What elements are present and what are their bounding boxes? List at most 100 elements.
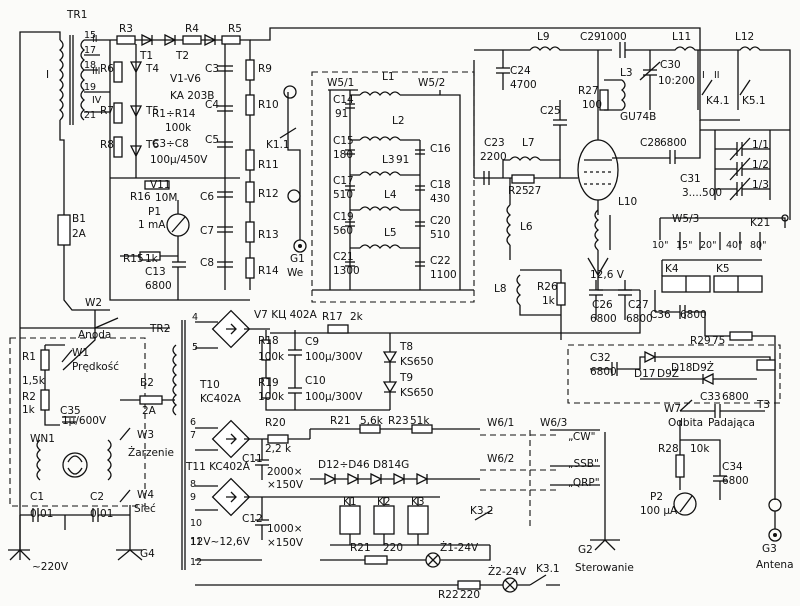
label-c21: C21 xyxy=(333,251,354,263)
label-band20: 20" xyxy=(700,240,716,251)
capacitor-c6 xyxy=(217,191,233,198)
label-r23v: 51k xyxy=(410,415,430,427)
label-z2: Ż2-24V xyxy=(488,565,527,578)
label-r10: R10 xyxy=(258,99,279,111)
label-c28v: 6800 xyxy=(660,137,687,149)
label-i-primary: I xyxy=(46,69,49,81)
label-gu74b: GU74B xyxy=(620,111,656,123)
label-p1: P1 xyxy=(148,206,161,218)
label-c24: C24 xyxy=(510,65,531,77)
label-l3b: L3 xyxy=(620,67,633,79)
label-r23: R23 xyxy=(388,415,409,427)
label-r7: R7 xyxy=(100,105,114,117)
label-v126: 12,6 V xyxy=(590,269,625,281)
label-c31v: 3....500 xyxy=(682,187,722,199)
inductor-l2 xyxy=(359,136,401,142)
label-c11v: 2000× xyxy=(267,466,303,478)
label-p8: 8 xyxy=(190,479,196,490)
label-c6: C6 xyxy=(200,191,214,203)
label-r28v: 10k xyxy=(690,443,710,455)
label-v11: V11 xyxy=(150,179,171,191)
tr1-transformer xyxy=(58,35,86,125)
label-r29v: 75 xyxy=(712,335,725,347)
label-c12: C12 xyxy=(242,513,263,525)
label-w3: W3 xyxy=(137,429,154,441)
label-k31: K3.1 xyxy=(536,563,560,575)
label-qrp: „QRP" xyxy=(568,477,600,489)
label-c1-1: 1/1 xyxy=(752,139,769,151)
label-c13: C13 xyxy=(145,266,166,278)
label-c30v: 10:200 xyxy=(658,75,695,87)
label-r4: R4 xyxy=(185,23,199,35)
label-c19v: 560 xyxy=(333,225,353,237)
resistor-r14 xyxy=(245,257,255,279)
label-z1: Ż1-24V xyxy=(440,541,479,554)
label-r26v: 1k xyxy=(542,295,556,307)
label-v7: V7 KЦ 402A xyxy=(254,309,318,321)
inductor-l5 xyxy=(359,244,401,250)
switch-w1 xyxy=(61,349,73,363)
label-c10: C10 xyxy=(305,375,326,387)
label-r1r14: R1÷R14 xyxy=(152,108,196,120)
label-r8: R8 xyxy=(100,139,114,151)
diode-t2 xyxy=(164,33,177,47)
label-r19v: 100k xyxy=(258,391,285,403)
label-c33v: 6800 xyxy=(722,391,749,403)
label-c27: C27 xyxy=(628,299,649,311)
label-r25v: 27 xyxy=(528,185,541,197)
label-k51: K5.1 xyxy=(742,95,766,107)
label-sterowanie: Sterowanie xyxy=(575,562,634,574)
label-d18: D18 xyxy=(671,362,692,374)
label-r10m: 10M xyxy=(155,192,177,204)
label-p5: 5 xyxy=(192,342,198,353)
tr2-transformer xyxy=(172,320,186,570)
label-anoda: Anoda xyxy=(78,329,111,341)
label-w2: W2 xyxy=(85,297,102,309)
label-tr1: TR1 xyxy=(66,9,87,21)
inductor-l4 xyxy=(359,206,401,212)
label-we: We xyxy=(287,267,303,279)
resistor-r7 xyxy=(113,102,123,124)
fan-motor-wn1 xyxy=(62,452,88,478)
label-c10v: 100μ/300V xyxy=(305,391,363,403)
label-c1-3: 1/3 xyxy=(752,179,769,191)
label-r21b: R21 xyxy=(350,542,371,554)
label-k2: K2 xyxy=(377,496,391,508)
label-g4: G4 xyxy=(140,548,155,560)
label-r15: R15 xyxy=(123,253,144,265)
label-w1: W1 xyxy=(72,347,89,359)
label-g2: G2 xyxy=(578,544,593,556)
resistor-r29 xyxy=(729,331,753,341)
fuse-b1 xyxy=(57,214,71,246)
label-r21a: R21 xyxy=(330,415,351,427)
label-r17v: 2k xyxy=(350,311,364,323)
label-c13val: 6800 xyxy=(145,280,172,292)
label-padajaca: Padająca xyxy=(708,417,755,429)
label-l3: L3 xyxy=(382,154,395,166)
meter-p2 xyxy=(673,492,697,516)
label-p11: 11 xyxy=(190,537,202,548)
connector-g1 xyxy=(293,239,307,253)
capacitor-c17 xyxy=(345,185,355,191)
label-t1: T1 xyxy=(139,50,153,62)
capacitor-c4 xyxy=(217,105,233,112)
label-b2v: 2A xyxy=(142,405,157,417)
label-predkosc: Prędkość xyxy=(72,361,119,373)
label-siec: Sieć xyxy=(134,503,156,515)
resistor-r17 xyxy=(327,324,349,334)
resistor-r12 xyxy=(245,181,255,203)
label-t9: T9 xyxy=(399,372,413,384)
label-r26: R26 xyxy=(537,281,558,293)
input-filter-box xyxy=(311,71,475,303)
switch-w4 xyxy=(119,489,131,503)
inductor-l1 xyxy=(359,91,401,97)
label-c25: C25 xyxy=(540,105,561,117)
label-c22: C22 xyxy=(430,255,451,267)
label-w63: W6/3 xyxy=(540,417,567,429)
inductor-l6 xyxy=(506,204,512,246)
label-cw: „CW" xyxy=(568,431,595,443)
label-pII: II xyxy=(714,70,720,81)
label-w15: 15 xyxy=(84,30,96,41)
label-c26v: 6800 xyxy=(590,313,617,325)
capacitor-c19 xyxy=(345,221,355,227)
